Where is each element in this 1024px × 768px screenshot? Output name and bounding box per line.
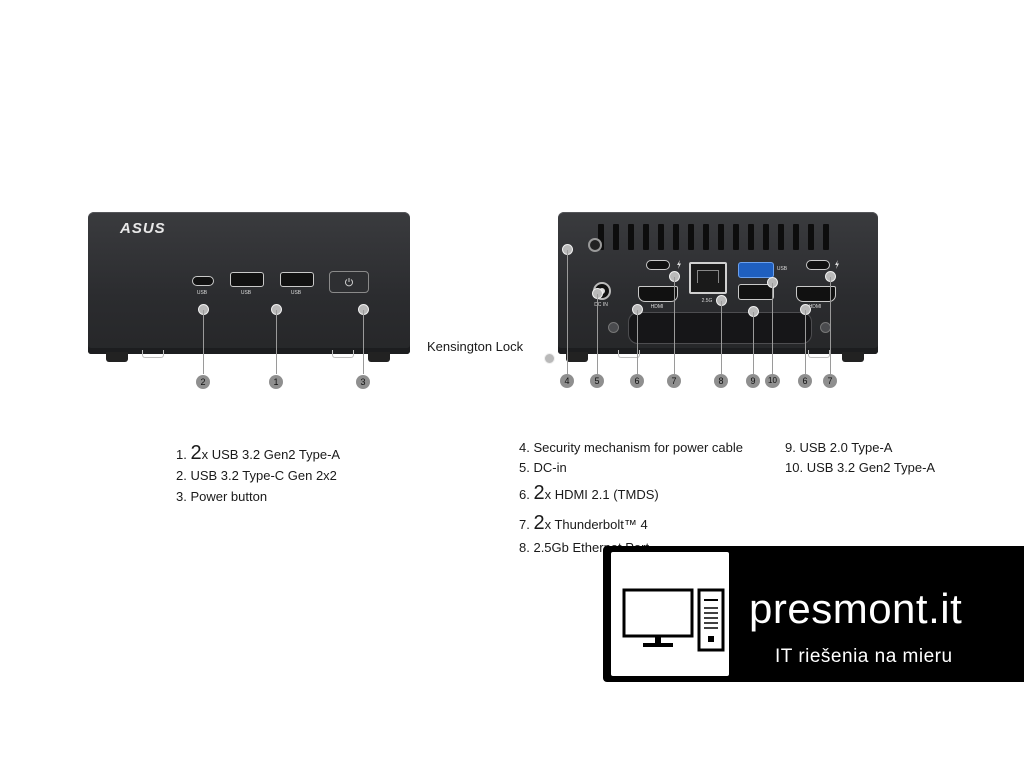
callout-badge-9: 9 — [746, 374, 760, 388]
thunderbolt-icon-right — [835, 260, 839, 269]
callout-line-6b — [805, 310, 806, 374]
callout-line-7b — [830, 277, 831, 374]
callout-line-7a — [674, 277, 675, 374]
usb-c-label: USB — [196, 290, 208, 296]
kensington-lock-label: Kensington Lock — [427, 339, 524, 354]
usb-a-port-2 — [280, 272, 314, 287]
hdmi-right-label: HDMI — [808, 304, 822, 310]
screw-left — [608, 322, 619, 333]
kensington-lock-slot — [588, 238, 602, 252]
thunderbolt-port-right — [806, 260, 830, 270]
callout-line-1 — [276, 310, 277, 374]
callout-badge-8: 8 — [714, 374, 728, 388]
back-bracket-left — [618, 350, 640, 358]
back-device: DC IN HDMI 2.5G USB HDMI — [558, 212, 878, 354]
vent-grille — [598, 224, 838, 254]
kensington-dot — [544, 353, 555, 364]
front-bracket-left — [142, 350, 164, 358]
callout-line-10 — [772, 283, 773, 374]
ethernet-label: 2.5G — [701, 298, 713, 304]
callout-badge-5: 5 — [590, 374, 604, 388]
list-item: 9. USB 2.0 Type-A — [785, 440, 893, 455]
callout-line-6a — [637, 310, 638, 374]
usb-a-label-1: USB — [240, 290, 252, 296]
usb-a-label-2: USB — [290, 290, 302, 296]
usb-c-port — [192, 276, 214, 286]
usb-2-0-port — [738, 284, 774, 300]
list-item: 3. Power button — [176, 489, 268, 504]
hdmi-port-right — [796, 286, 836, 302]
back-bracket-right — [808, 350, 830, 358]
ethernet-port — [689, 262, 727, 294]
hdmi-left-label: HDMI — [650, 304, 664, 310]
callout-badge-2: 2 — [196, 375, 210, 389]
dc-in-label: DC IN — [594, 302, 608, 308]
asus-logo: ASUS — [120, 220, 166, 237]
power-icon — [345, 278, 353, 287]
callout-badge-7b: 7 — [823, 374, 837, 388]
list-item: 7. 2x Thunderbolt™ 4 — [519, 512, 648, 534]
thunderbolt-port-left — [646, 260, 670, 270]
computer-icon — [622, 588, 725, 652]
front-foot-left — [106, 352, 128, 362]
callout-badge-3: 3 — [356, 375, 370, 389]
list-item: 4. Security mechanism for power cable — [519, 440, 743, 455]
back-port-list-2: 9. USB 2.0 Type-A 10. USB 3.2 Gen2 Type-… — [785, 440, 935, 480]
back-foot-right — [842, 352, 864, 362]
back-foot-left — [566, 352, 588, 362]
back-port-list: 4. Security mechanism for power cable 5.… — [519, 440, 743, 560]
callout-badge-10: 10 — [765, 374, 780, 388]
callout-badge-6b: 6 — [798, 374, 812, 388]
callout-line-2 — [203, 310, 204, 374]
callout-line-9 — [753, 312, 754, 374]
front-port-list: 1. 2x USB 3.2 Gen2 Type-A 2. USB 3.2 Typ… — [176, 442, 340, 510]
hdmi-port-left — [638, 286, 678, 302]
list-item: 1. 2x USB 3.2 Gen2 Type-A — [176, 442, 341, 464]
list-item: 5. DC-in — [519, 460, 567, 475]
power-button — [329, 271, 369, 293]
front-foot-right — [368, 352, 390, 362]
brand-tagline: IT riešenia na mieru — [775, 646, 953, 667]
callout-badge-6a: 6 — [630, 374, 644, 388]
brand-name: presmont.it — [749, 585, 963, 632]
list-item: 2. USB 3.2 Type-C Gen 2x2 — [176, 468, 337, 483]
list-item: 6. 2x HDMI 2.1 (TMDS) — [519, 482, 659, 504]
usb-blue-label: USB — [776, 266, 788, 272]
expansion-panel — [628, 312, 812, 344]
front-device: ASUS USB USB USB — [88, 212, 410, 354]
front-bracket-right — [332, 350, 354, 358]
thunderbolt-icon — [677, 260, 681, 269]
brand-logo-box — [611, 552, 729, 676]
usb-a-port-1 — [230, 272, 264, 287]
usb-3-2-port — [738, 262, 774, 278]
callout-line-3 — [363, 310, 364, 374]
callout-badge-7a: 7 — [667, 374, 681, 388]
list-item: 10. USB 3.2 Gen2 Type-A — [785, 460, 936, 475]
callout-line-8 — [721, 301, 722, 374]
callout-line-4 — [567, 250, 568, 374]
callout-badge-4: 4 — [560, 374, 574, 388]
callout-line-5 — [597, 294, 598, 374]
callout-badge-1: 1 — [269, 375, 283, 389]
brand-banner: presmont.it IT riešenia na mieru — [603, 546, 1024, 682]
